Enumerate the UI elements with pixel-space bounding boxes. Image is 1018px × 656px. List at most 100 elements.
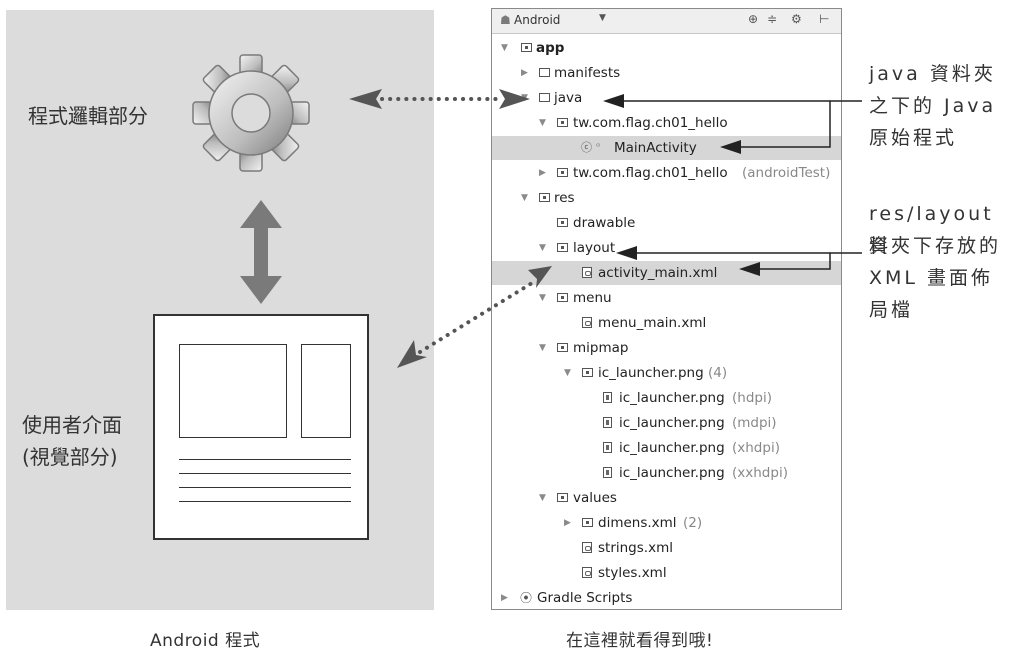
settings-gear-icon[interactable]: ⚙ [791, 12, 802, 26]
tree-label: ic_launcher.png [598, 365, 704, 381]
tree-row-java[interactable]: ▼ java [492, 86, 841, 110]
tree-row-package[interactable]: ▼ tw.com.flag.ch01_hello [492, 111, 841, 135]
tree-row-mipmap[interactable]: ▼ mipmap [492, 336, 841, 360]
xml-file-icon [582, 542, 592, 553]
collapse-arrow-icon: ▶ [501, 593, 508, 603]
tree-label: menu_main.xml [598, 315, 707, 331]
expand-icon: ▼ [539, 493, 546, 503]
tree-label: tw.com.flag.ch01_hello [573, 115, 728, 131]
gear-icon [192, 54, 310, 172]
project-toolbar: ☗ Android ▼ ⊕ ≑ ⚙ ⊢ [492, 9, 841, 34]
tree-row-drawable[interactable]: drawable [492, 211, 841, 235]
module-folder-icon [521, 43, 532, 52]
tree-label: layout [573, 240, 616, 256]
tree-label-extra: (xxhdpi) [732, 465, 788, 481]
tree-row-activity-main-xml[interactable]: activity_main.xml [492, 261, 841, 285]
folder-icon [539, 68, 550, 77]
java-note-line3: 原始程式 [869, 127, 958, 149]
ui-text-line [179, 501, 351, 502]
tree-label: drawable [573, 215, 636, 231]
tree-row-styles[interactable]: styles.xml [492, 561, 841, 585]
chevron-down-icon[interactable]: ▼ [599, 13, 606, 23]
android-program-caption: Android 程式 [150, 631, 261, 651]
expand-icon: ▼ [539, 343, 546, 353]
tree-label: values [573, 490, 617, 506]
tree-row-app[interactable]: ▼ app [492, 36, 841, 60]
tree-row-layout[interactable]: ▼ layout [492, 236, 841, 260]
java-note-line2: 之下的 Java [869, 95, 997, 117]
ui-text-line [179, 487, 351, 488]
ui-image-box-large [179, 344, 287, 438]
xml-file-icon [582, 567, 592, 578]
tree-row-menu-main-xml[interactable]: menu_main.xml [492, 311, 841, 335]
tree-label: ic_launcher.png [619, 465, 725, 481]
ui-text-line [179, 473, 351, 474]
hide-panel-icon[interactable]: ⊢ [819, 12, 830, 26]
res-note-line4: 局檔 [869, 299, 914, 321]
tree-row-gradle-scripts[interactable]: ▶ ⦿ Gradle Scripts [492, 586, 841, 610]
collapse-arrow-icon: ▶ [521, 68, 528, 78]
tree-row-values[interactable]: ▼ values [492, 486, 841, 510]
lock-icon: ᵅ [596, 142, 601, 153]
tree-label-extra: (hdpi) [732, 390, 772, 406]
tree-label: styles.xml [598, 565, 667, 581]
ui-label-line2: (視覺部分) [22, 445, 118, 469]
collapse-icon[interactable]: ≑ [767, 12, 778, 26]
view-selector[interactable]: Android [514, 13, 561, 27]
folder-icon [557, 293, 568, 302]
tree-row-ic-launcher-hdpi[interactable]: ic_launcher.png (hdpi) [492, 386, 841, 410]
bidirectional-arrow [240, 200, 282, 304]
tree-row-dimens[interactable]: ▶ dimens.xml (2) [492, 511, 841, 535]
java-note-line1: java 資料夾 [869, 63, 996, 85]
package-icon [557, 118, 568, 127]
image-file-icon [603, 442, 612, 453]
tree-row-manifests[interactable]: ▶ manifests [492, 61, 841, 85]
logic-label: 程式邏輯部分 [28, 104, 148, 128]
tree-row-res[interactable]: ▼ res [492, 186, 841, 210]
class-icon: ⓒ [581, 141, 592, 154]
xml-file-icon [582, 317, 592, 328]
tree-label-extra: (androidTest) [742, 165, 831, 181]
folder-icon [557, 218, 568, 227]
tree-label: MainActivity [614, 140, 697, 156]
tree-row-ic-launcher-mdpi[interactable]: ic_launcher.png (mdpi) [492, 411, 841, 435]
tree-label-extra: (xhdpi) [732, 440, 780, 456]
target-icon[interactable]: ⊕ [748, 12, 759, 26]
tree-row-menu[interactable]: ▼ menu [492, 286, 841, 310]
tree-row-mainactivity[interactable]: ⓒ ᵅ MainActivity [492, 136, 841, 160]
tree-label-extra: (2) [683, 515, 703, 531]
res-note-line2: 料夾下存放的 [869, 235, 1002, 257]
expand-icon: ▼ [564, 368, 571, 378]
tree-row-package-test[interactable]: ▶ tw.com.flag.ch01_hello (androidTest) [492, 161, 841, 185]
folder-icon [539, 93, 550, 102]
tree-label: java [554, 90, 583, 106]
resource-folder-icon [539, 193, 550, 202]
tree-row-ic-launcher-xxhdpi[interactable]: ic_launcher.png (xxhdpi) [492, 461, 841, 485]
tree-label: activity_main.xml [598, 265, 718, 281]
expand-icon: ▼ [501, 43, 508, 53]
tree-row-ic-launcher-group[interactable]: ▼ ic_launcher.png (4) [492, 361, 841, 385]
package-icon [557, 168, 568, 177]
ui-image-box-small [301, 344, 351, 438]
tree-label: ic_launcher.png [619, 440, 725, 456]
tree-row-strings[interactable]: strings.xml [492, 536, 841, 560]
tree-label: mipmap [573, 340, 629, 356]
tree-row-ic-launcher-xhdpi[interactable]: ic_launcher.png (xhdpi) [492, 436, 841, 460]
ui-text-line [179, 459, 351, 460]
image-file-icon [603, 392, 612, 403]
tree-label-extra: (mdpi) [732, 415, 777, 431]
res-note-line3: XML 畫面佈 [869, 267, 994, 289]
project-tree-panel: ☗ Android ▼ ⊕ ≑ ⚙ ⊢ ▼ app ▶ manifests ▼ … [491, 8, 842, 610]
folder-icon [557, 343, 568, 352]
xml-file-icon [582, 267, 592, 278]
expand-icon: ▼ [539, 293, 546, 303]
collapse-arrow-icon: ▶ [564, 518, 571, 528]
ui-label-line1: 使用者介面 [22, 413, 122, 437]
tree-label: dimens.xml [598, 515, 677, 531]
tree-label: tw.com.flag.ch01_hello [573, 165, 728, 181]
folder-icon [582, 518, 593, 527]
tree-label-extra: (4) [708, 365, 728, 381]
image-file-icon [603, 467, 612, 478]
folder-icon [557, 243, 568, 252]
expand-icon: ▼ [539, 243, 546, 253]
